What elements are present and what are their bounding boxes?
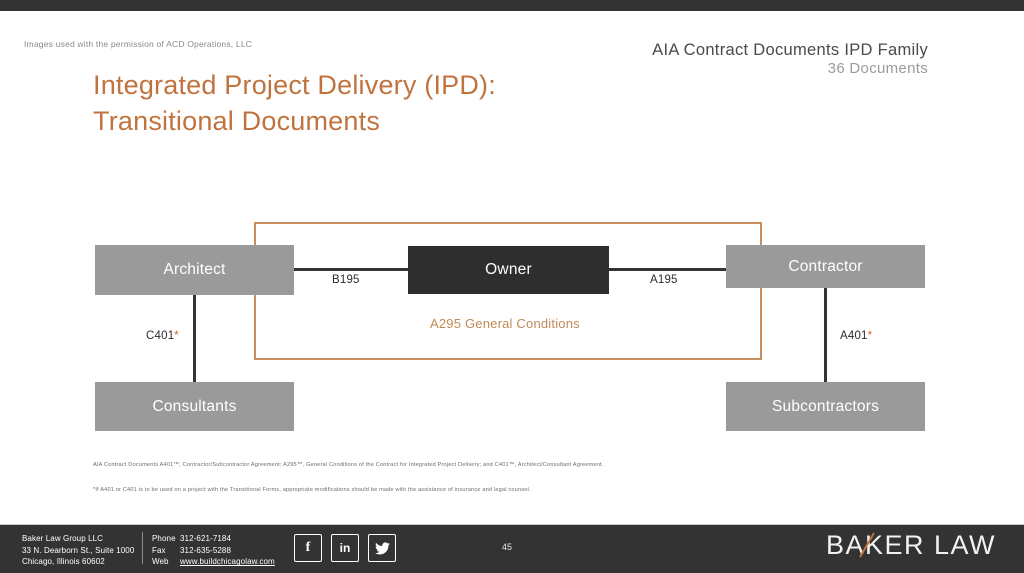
firm-name: Baker Law Group LLC <box>22 534 104 543</box>
node-subcontractors-label: Subcontractors <box>771 397 880 415</box>
node-owner-label: Owner <box>485 261 532 278</box>
footnote-asterisk-note: *If A401 or C401 is to be used on a proj… <box>93 487 531 493</box>
contact-web-row: Web www.buildchicagolaw.com <box>152 556 275 568</box>
header-subtitle: 36 Documents <box>827 60 928 78</box>
contact-web-key: Web <box>152 557 169 567</box>
node-consultants-label: Consultants <box>152 397 237 415</box>
edge-label-a401-star: * <box>867 330 873 342</box>
contact-phone-row: Phone 312-621-7184 <box>152 533 275 545</box>
top-accent-bar <box>0 0 1024 11</box>
logo-text-part-1: BA <box>825 530 865 560</box>
edge-label-c401: C401* <box>146 330 179 342</box>
page-number: 45 <box>502 542 513 552</box>
edge-label-b195-text: B195 <box>332 274 360 286</box>
edge-label-a195-text: A195 <box>650 274 678 286</box>
logo-text-part-3: ER LAW <box>884 530 996 560</box>
firm-address-line-2: Chicago, Illinois 60602 <box>22 557 105 567</box>
page-title-line-2: Transitional Documents <box>93 105 381 136</box>
logo-text-part-2: K <box>864 530 885 560</box>
node-consultants: Consultants <box>95 382 294 431</box>
logo-k-wrap: K <box>859 530 885 561</box>
facebook-glyph: f <box>305 540 311 555</box>
connector-architect-consultants <box>193 295 196 382</box>
page-title: Integrated Project Delivery (IPD): Trans… <box>93 68 496 140</box>
edge-label-a195: A195 <box>650 274 678 286</box>
edge-label-b195: B195 <box>332 274 360 286</box>
twitter-icon[interactable] <box>368 534 396 562</box>
node-owner: Owner <box>408 246 609 294</box>
node-subcontractors: Subcontractors <box>726 382 925 431</box>
slide-footer <box>0 524 1024 573</box>
contact-fax-value: 312-635-5288 <box>180 545 232 555</box>
footer-divider <box>142 532 143 564</box>
edge-label-c401-text: C401 <box>146 330 175 342</box>
edge-label-c401-star: * <box>174 330 179 342</box>
connector-contractor-subcontractors <box>824 288 827 382</box>
linkedin-icon[interactable]: in <box>331 534 359 562</box>
node-contractor-label: Contractor <box>788 257 863 275</box>
contact-phone-key: Phone <box>152 534 176 543</box>
page-title-line-1: Integrated Project Delivery (IPD): <box>93 70 496 100</box>
contact-phone-value: 312-621-7184 <box>180 534 232 543</box>
header-block: AIA Contract Documents IPD Family 36 Doc… <box>652 40 928 78</box>
linkedin-glyph: in <box>339 541 351 555</box>
footnote-citations: AIA Contract Documents A401™, Contractor… <box>93 462 604 468</box>
contact-fax-key: Fax <box>152 545 166 555</box>
social-links: f in <box>294 534 396 562</box>
connector-architect-owner <box>294 268 408 271</box>
header-title: AIA Contract Documents IPD Family <box>652 41 928 59</box>
firm-address-block: Baker Law Group LLC 33 N. Dearborn St., … <box>22 533 134 568</box>
node-architect: Architect <box>95 245 294 295</box>
connector-owner-contractor <box>609 268 726 271</box>
facebook-icon[interactable]: f <box>294 534 322 562</box>
a295-enclosure-rectangle <box>254 222 762 360</box>
enclosure-label-a295: A295 General Conditions <box>430 316 580 331</box>
node-contractor: Contractor <box>726 245 925 288</box>
firm-contact-block: Phone 312-621-7184 Fax 312-635-5288 Web … <box>152 533 275 568</box>
contact-web-link[interactable]: www.buildchicagolaw.com <box>180 557 275 567</box>
contact-fax-row: Fax 312-635-5288 <box>152 545 275 557</box>
edge-label-a401: A401* <box>840 330 872 342</box>
firm-address-line-1: 33 N. Dearborn St., Suite 1000 <box>22 545 135 555</box>
image-credit-text: Images used with the permission of ACD O… <box>24 39 253 49</box>
footer-top-rule <box>0 524 1024 525</box>
node-architect-label: Architect <box>163 261 226 278</box>
edge-label-a401-text: A401 <box>840 330 868 342</box>
